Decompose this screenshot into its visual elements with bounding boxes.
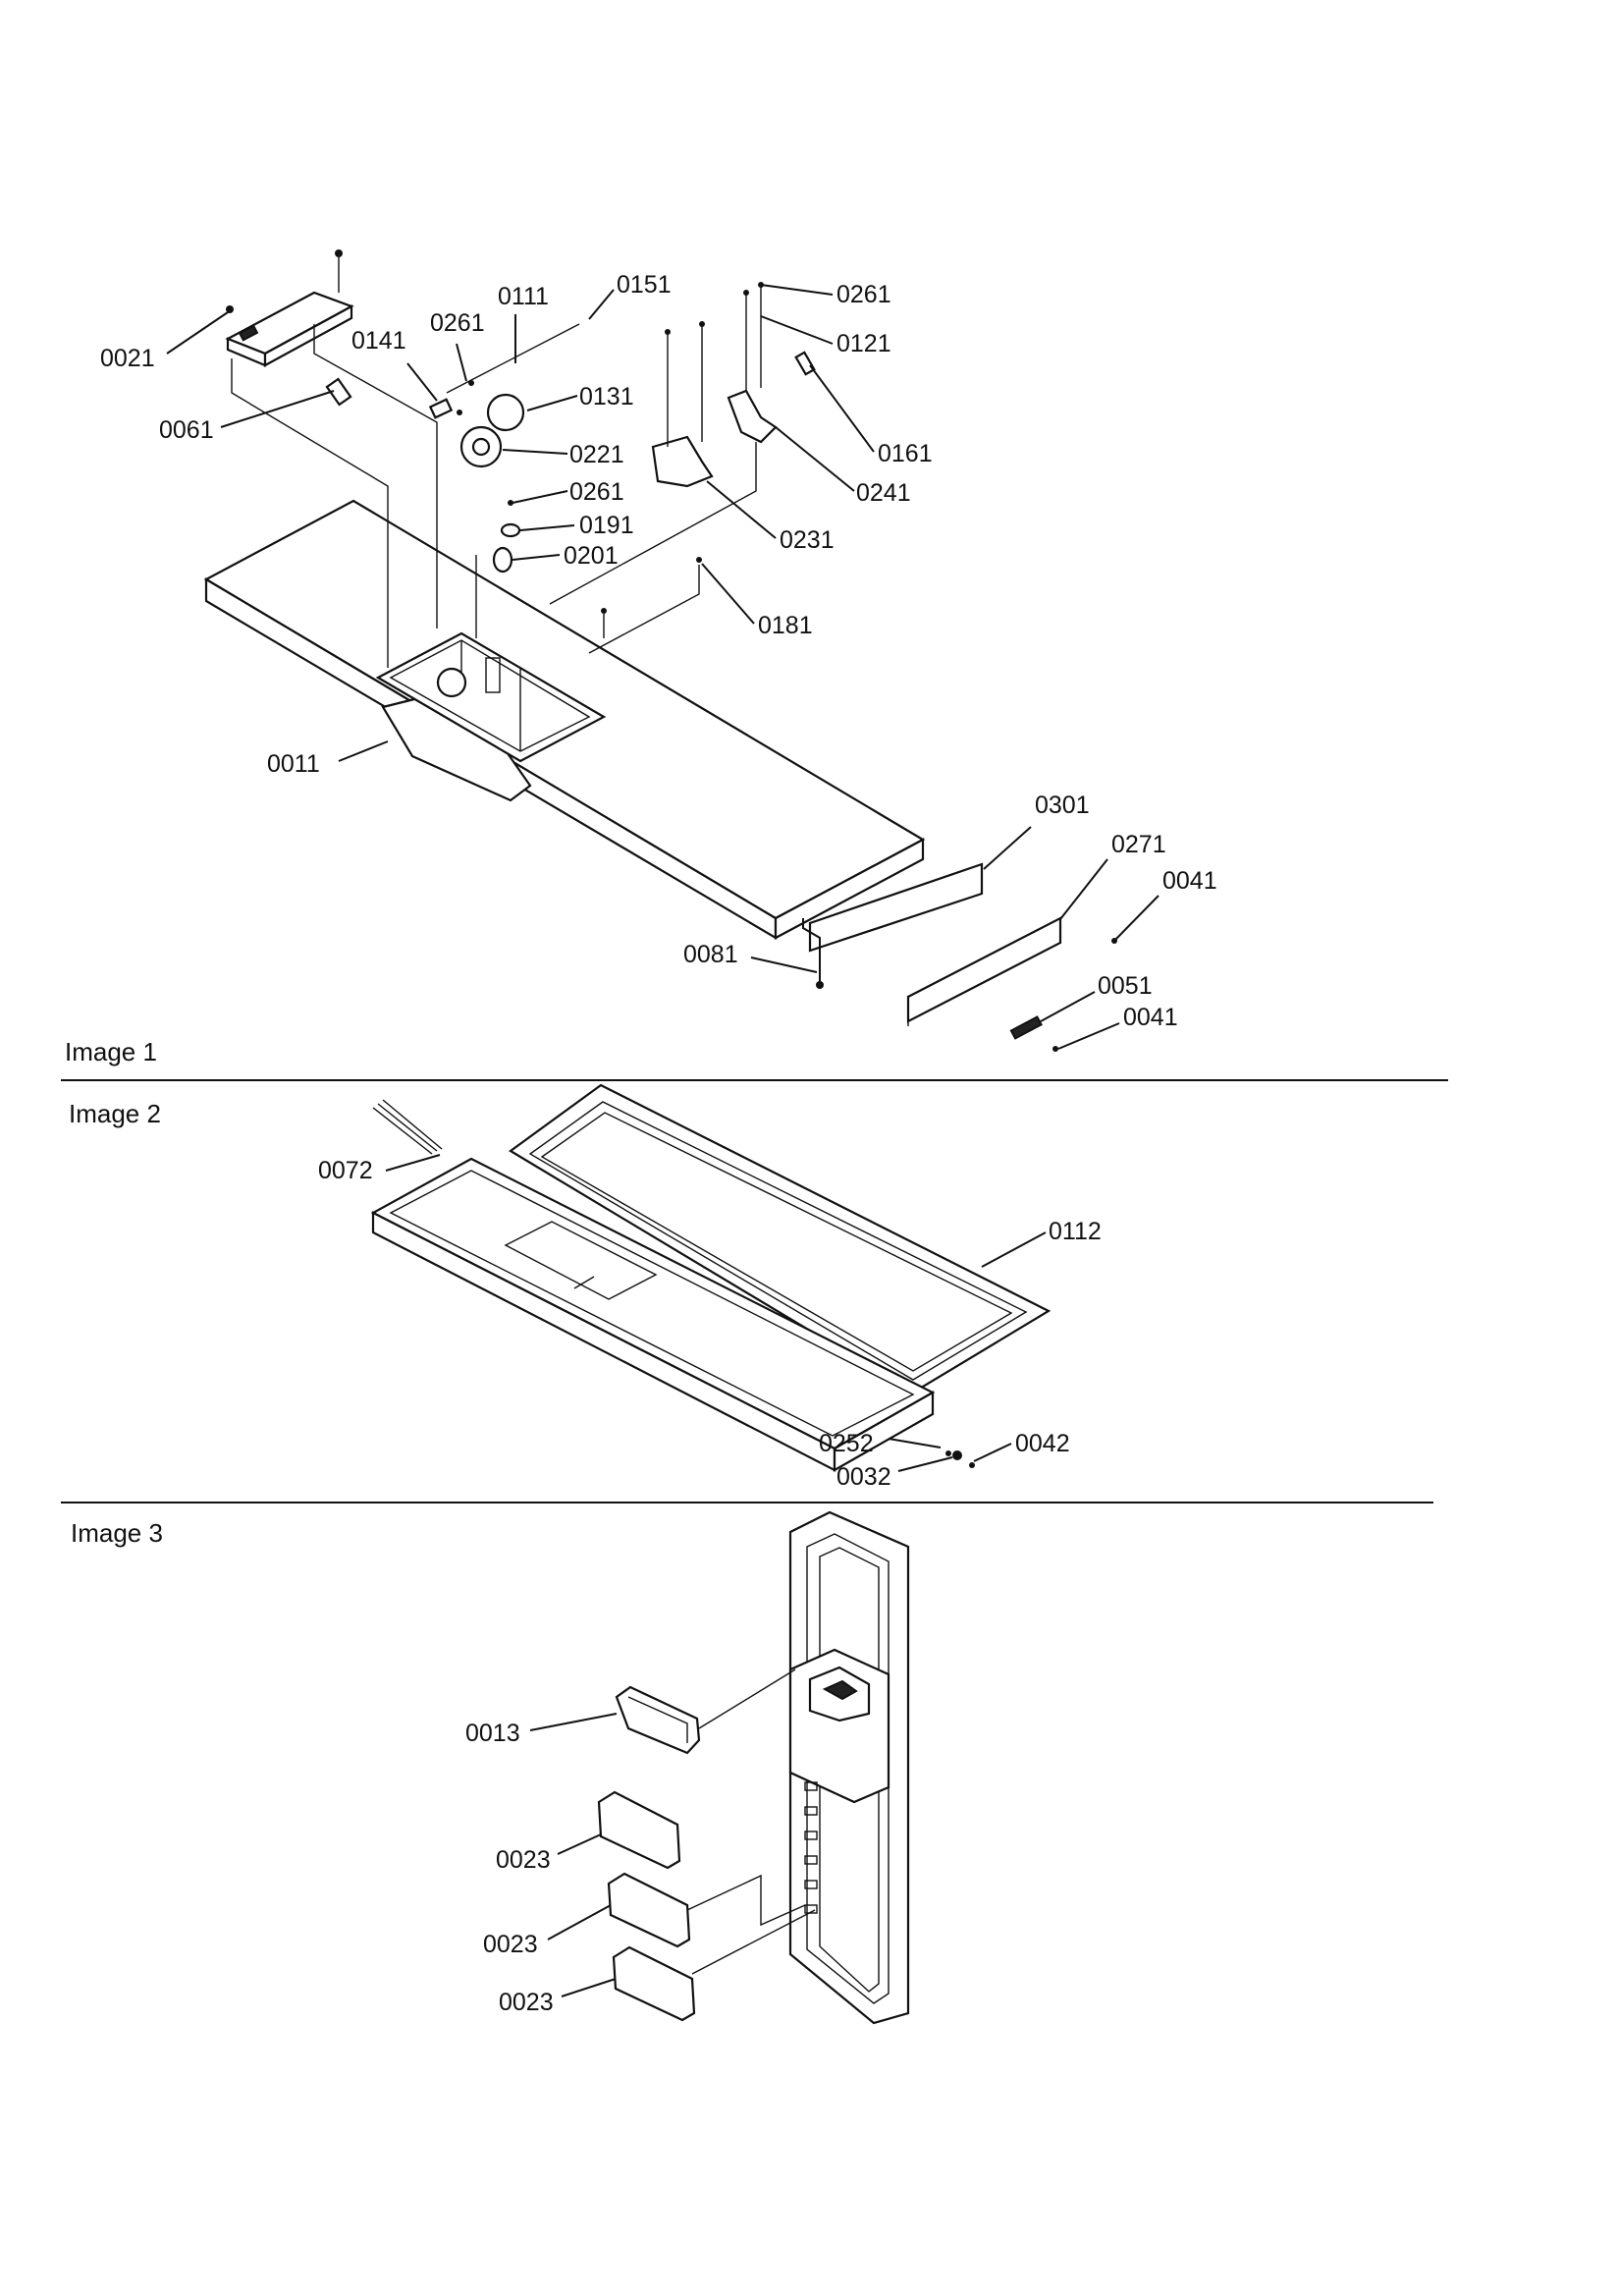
callout-label: 0112 [1049, 1218, 1102, 1245]
callout-label: 0081 [683, 941, 738, 968]
callout-label: 0241 [856, 479, 911, 507]
image2-leaders [385, 1154, 1047, 1472]
section-title-image2: Image 2 [69, 1099, 161, 1128]
callout-label: 0032 [836, 1463, 891, 1491]
image3-callouts: 0013 0023 0023 0023 [465, 1720, 554, 2016]
image1-drawing [203, 249, 1117, 1052]
callout-label: 0023 [496, 1846, 551, 1874]
callout-label: 0013 [465, 1720, 520, 1747]
callout-label: 0301 [1035, 792, 1090, 819]
callout-label: 0221 [569, 441, 624, 468]
callout-label: 0041 [1123, 1004, 1178, 1031]
callout-label: 0131 [579, 383, 634, 410]
callout-label: 0023 [499, 1989, 554, 2016]
section-title-image3: Image 3 [71, 1518, 163, 1548]
callout-label: 0023 [483, 1931, 538, 1958]
image3-drawing [597, 1510, 910, 2025]
callout-label: 0191 [579, 512, 634, 539]
callout-label: 0231 [780, 526, 835, 554]
callout-label: 0051 [1098, 972, 1153, 1000]
callout-label: 0121 [836, 330, 891, 357]
callout-label: 0261 [569, 478, 624, 506]
callout-label: 0011 [267, 750, 320, 778]
image3-leaders [529, 1713, 618, 1997]
callout-label: 0201 [564, 542, 619, 570]
section-title-image1: Image 1 [65, 1037, 157, 1066]
callout-label: 0072 [318, 1157, 373, 1184]
callout-label: 0111 [498, 283, 549, 310]
callout-label: 0021 [100, 345, 155, 372]
image2-drawing [370, 1083, 1052, 1472]
section-titles: Image 1 Image 2 Image 3 [65, 1037, 163, 1548]
callout-label: 0042 [1015, 1430, 1070, 1457]
shelf-slots [804, 1781, 818, 1914]
callout-label: 0181 [758, 612, 813, 639]
callout-label: 0141 [351, 327, 406, 355]
callout-label: 0161 [878, 440, 933, 467]
callout-label: 0261 [430, 309, 485, 337]
callout-label: 0041 [1162, 867, 1217, 895]
callout-label: 0252 [819, 1430, 874, 1457]
callout-label: 0271 [1111, 831, 1166, 858]
image1-leaders [166, 284, 1160, 1050]
callout-label: 0061 [159, 416, 214, 444]
image2-callouts: 0072 0112 0252 0032 0042 [318, 1157, 1102, 1491]
callout-label: 0261 [836, 281, 891, 308]
image1-callouts: 0021 0061 0141 0261 0111 0151 0261 0121 … [100, 271, 1217, 1031]
callout-label: 0151 [617, 271, 672, 299]
